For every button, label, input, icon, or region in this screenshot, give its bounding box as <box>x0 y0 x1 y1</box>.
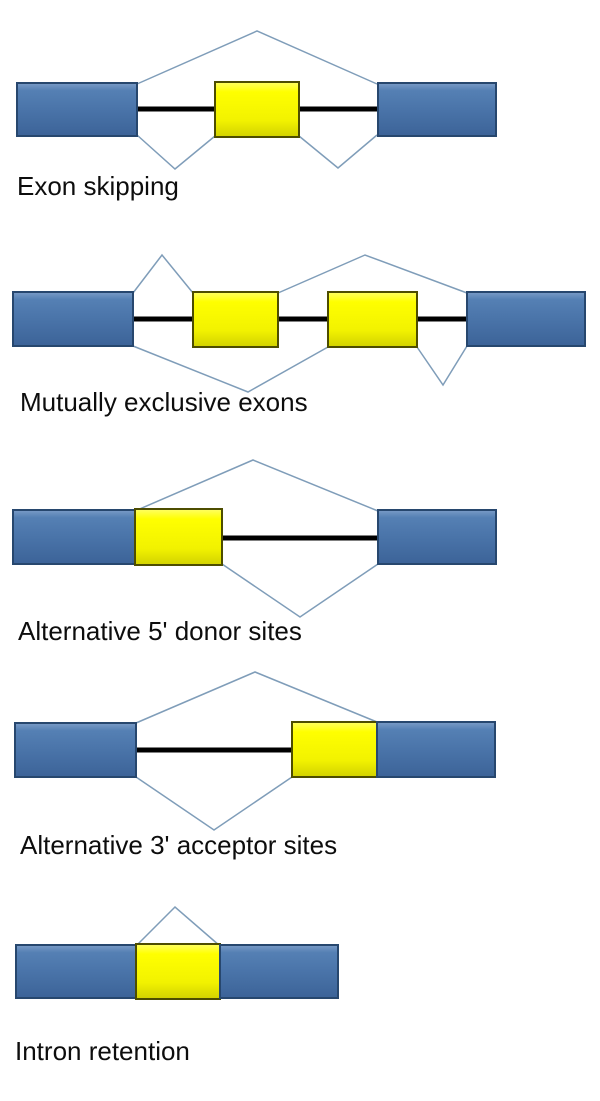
exon-skipping-upstream-exon <box>16 82 138 137</box>
alt-3-acceptor-downstream-exon <box>376 721 496 778</box>
exon-skipping-downstream-exon <box>377 82 497 137</box>
panel-label-alternative-5-donor-sites: Alternative 5' donor sites <box>18 616 302 646</box>
panel-label-mutually-exclusive-exons: Mutually exclusive exons <box>20 387 308 417</box>
mutually-exclusive-downstream-exon <box>466 291 586 347</box>
panel-label-alternative-3-acceptor-sites: Alternative 3' acceptor sites <box>20 830 338 860</box>
alt-5-donor-splice-arc-bottom <box>221 563 379 618</box>
mutually-exclusive-splice-arc-bottom-right <box>416 345 468 387</box>
mutually-exclusive-alt-exon-1 <box>192 291 279 348</box>
panel-label-intron-retention: Intron retention <box>15 1036 190 1066</box>
exon-skipping-splice-arc-bottom-right <box>298 134 378 169</box>
mutually-exclusive-upstream-exon <box>12 291 134 347</box>
alt-3-acceptor-splice-arc-bottom <box>135 776 293 831</box>
panel-label-exon-skipping: Exon skipping <box>17 171 179 201</box>
exon-skipping-cassette-exon <box>214 81 300 138</box>
mutually-exclusive-splice-arc-bottom-left <box>132 345 329 393</box>
alt-5-donor-upstream-exon <box>12 509 136 565</box>
intron-retention-retained-intron <box>135 943 221 1000</box>
alt-5-donor-extension-exon <box>134 508 223 566</box>
alt-5-donor-splice-arc-top <box>134 459 379 512</box>
exon-skipping-splice-arc-bottom-left <box>136 134 216 170</box>
alt-3-acceptor-extension-exon <box>291 721 378 778</box>
intron-retention-upstream-exon <box>15 944 137 999</box>
alt-3-acceptor-upstream-exon <box>14 722 137 778</box>
mutually-exclusive-splice-arc-top-right <box>277 254 468 294</box>
exon-skipping-splice-arc-top <box>136 30 378 85</box>
alt-5-donor-downstream-exon <box>377 509 497 565</box>
alt-3-acceptor-splice-arc-top <box>135 671 378 724</box>
intron-retention-downstream-exon <box>219 944 339 999</box>
intron-retention-splice-arc-top <box>135 905 221 947</box>
mutually-exclusive-alt-exon-2 <box>327 291 418 348</box>
mutually-exclusive-splice-arc-top-left <box>132 253 194 294</box>
